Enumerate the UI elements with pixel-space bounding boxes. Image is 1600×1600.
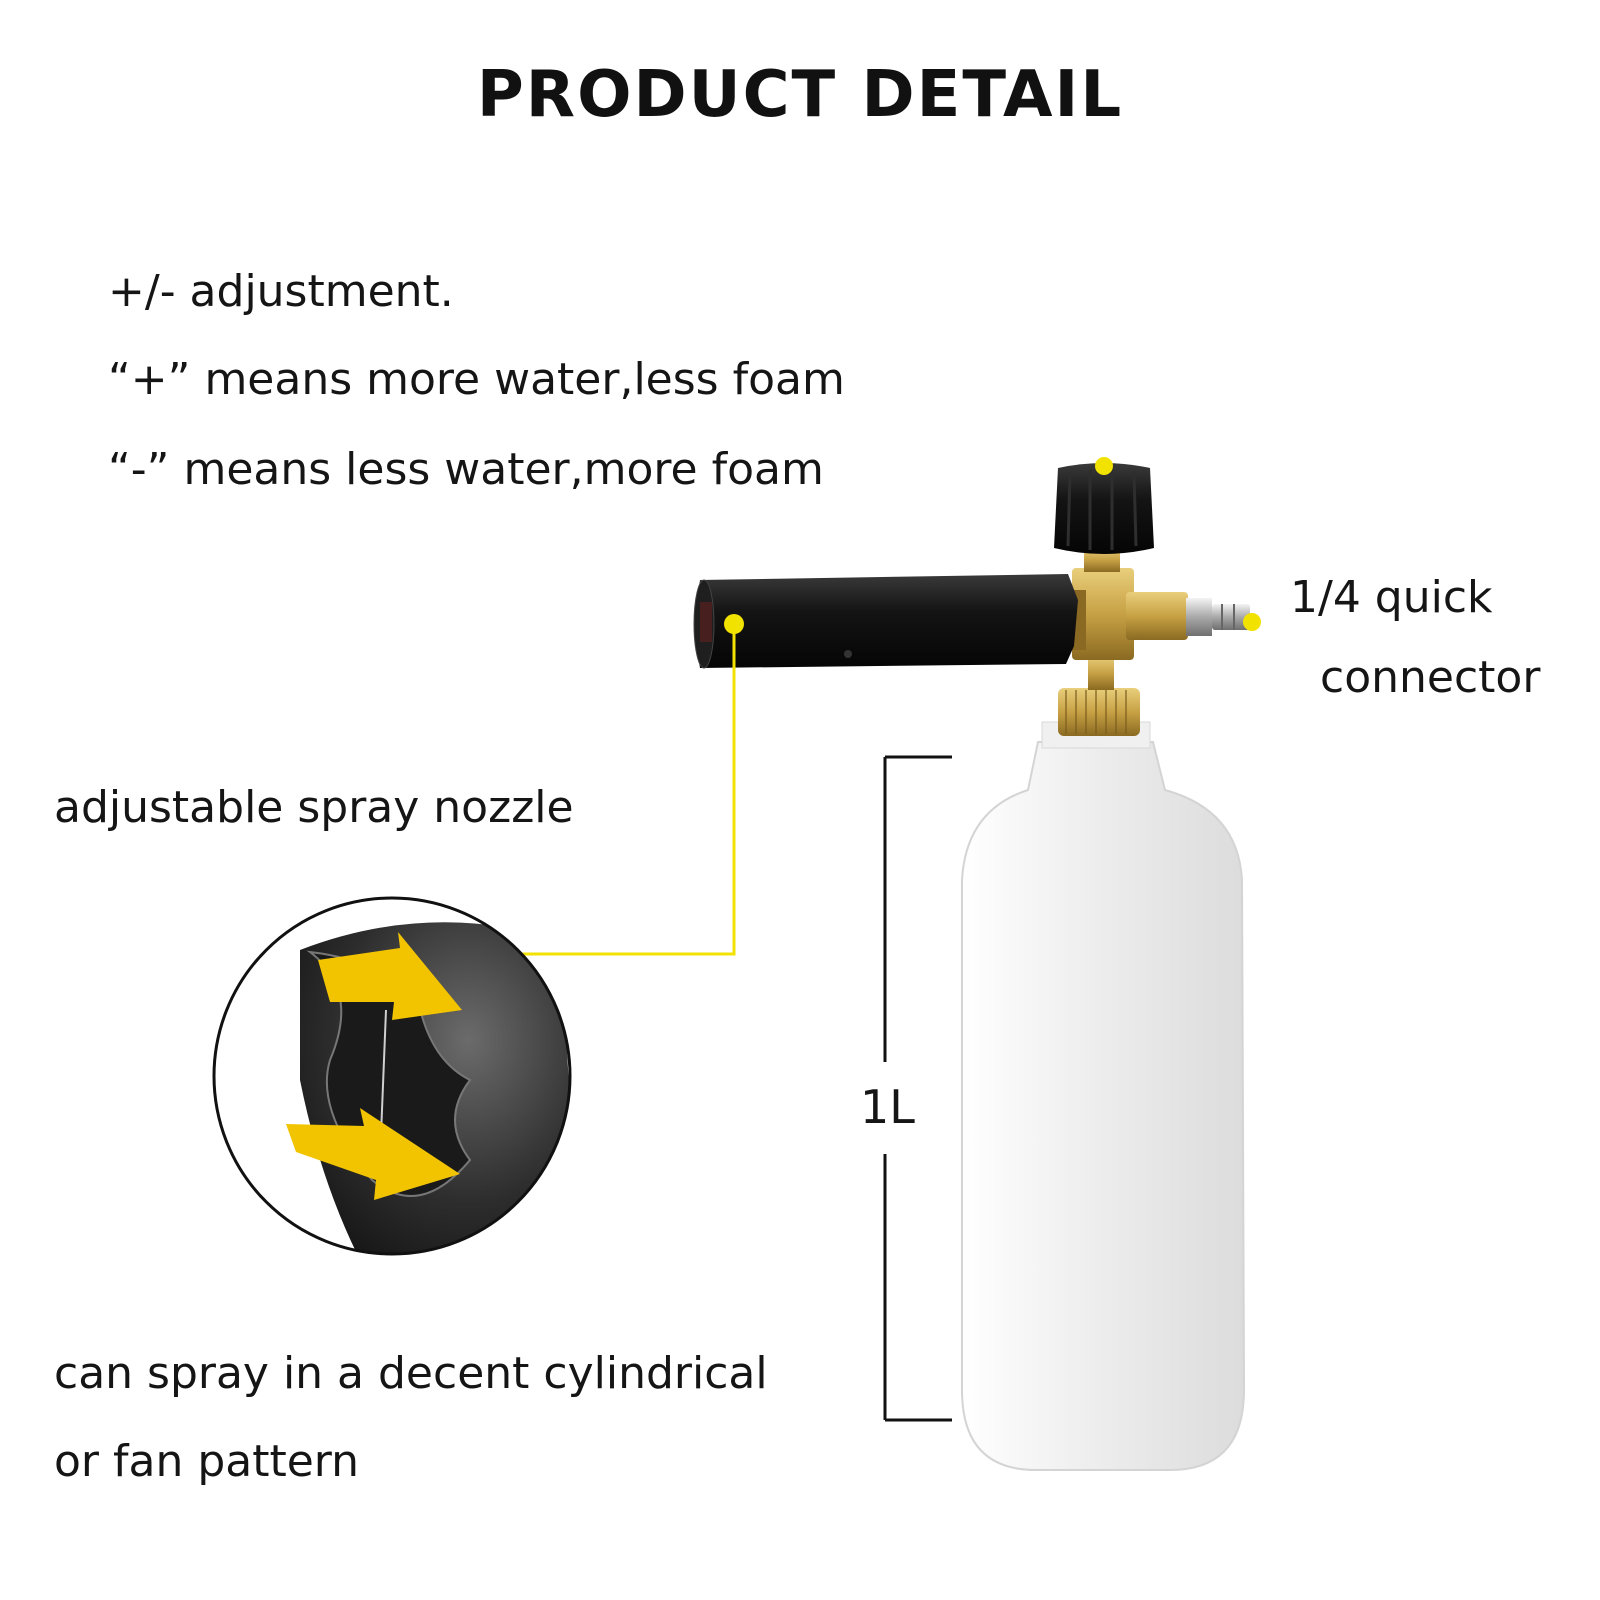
callout-markers — [520, 457, 1261, 956]
capacity-label: 1L — [860, 1080, 915, 1134]
nozzle-label: adjustable spray nozzle — [54, 782, 574, 833]
quick-connector — [1186, 598, 1250, 636]
connector-label-line2: connector — [1320, 652, 1541, 703]
adjustment-knob — [1054, 463, 1154, 554]
adjustment-heading: +/- adjustment. — [108, 266, 454, 317]
pattern-label-line2: or fan pattern — [54, 1436, 359, 1487]
pattern-label-line1: can spray in a decent cylindrical — [54, 1348, 768, 1399]
brass-bottle-cap — [1058, 656, 1140, 736]
adjustment-plus-note: “+” means more water,less foam — [108, 354, 845, 405]
nozzle-zoom-detail — [212, 896, 572, 1256]
spray-nozzle-tube — [693, 574, 1078, 669]
connector-label-line1: 1/4 quick — [1290, 572, 1493, 623]
page-title: PRODUCT DETAIL — [476, 58, 1124, 132]
brass-body — [1062, 548, 1188, 660]
capacity-bracket — [883, 755, 952, 1422]
adjustment-minus-note: “-” means less water,more foam — [108, 444, 824, 495]
foam-bottle — [961, 721, 1246, 1471]
